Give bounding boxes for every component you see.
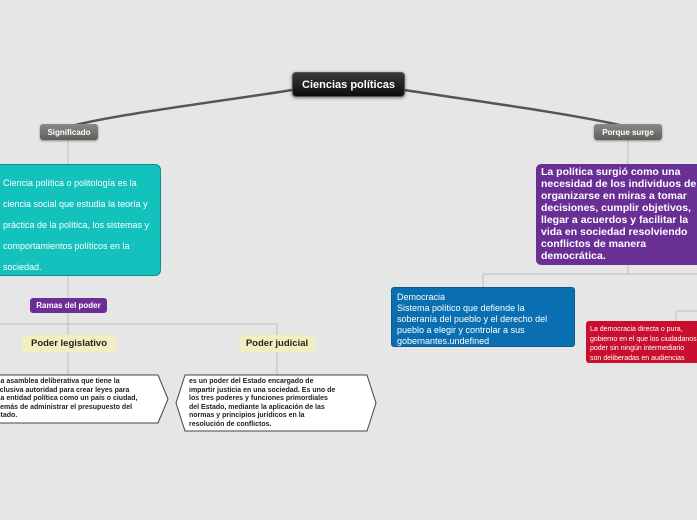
legislativo-line: Estado.	[0, 412, 18, 420]
poder-legislativo-label: Poder legislativo	[30, 338, 108, 349]
judicial-line: resolución de conflictos.	[189, 420, 272, 428]
definition-line: Ciencia política o politología es la	[3, 178, 137, 188]
definition-node[interactable]: Ciencia política o politología es la cie…	[0, 164, 161, 276]
judicial-line: es un poder del Estado encargado de	[189, 378, 314, 385]
ramas-del-poder-label: Ramas del poder	[36, 301, 101, 310]
judicial-line: los tres poderes y funciones primordiale…	[189, 395, 328, 403]
judicial-shape	[175, 374, 377, 432]
legislativo-line: una asamblea deliberativa que tiene la	[0, 378, 120, 385]
significado-label: Significado	[47, 127, 91, 137]
porque-surge-line: conflictos de manera	[541, 238, 647, 250]
legislativo-line: además de administrar el presupuesto del	[0, 403, 133, 411]
legislativo-description: una asamblea deliberativa que tiene la e…	[0, 378, 162, 421]
porque-surge-label: Porque surge	[602, 127, 654, 137]
democracia-line: gobernantes.undefined	[397, 336, 490, 346]
judicial-line: del Estado, mediante la aplicación de la…	[189, 403, 325, 411]
legislativo-line: una entidad política como un país o ciud…	[0, 395, 138, 403]
legislativo-line: exclusiva autoridad para crear leyes par…	[0, 386, 130, 394]
poder-judicial-label: Poder judicial	[245, 338, 309, 349]
democracia-directa-line: La democracia directa o pura,	[590, 326, 683, 333]
porque-surge-line: La política surgió como una	[541, 166, 681, 178]
significado-topic[interactable]: Significado	[40, 124, 98, 140]
root-topic-label: Ciencias políticas	[302, 78, 395, 91]
porque-surge-line: organizarse en miras a tomar	[541, 190, 687, 202]
porque-surge-topic[interactable]: Porque surge	[594, 124, 662, 140]
definition-line: ciencia social que estudia la teoría y	[3, 199, 148, 209]
democracia-node[interactable]: Democracia Sistema político que defiende…	[391, 287, 575, 347]
porque-surge-line: necesidad de los individuos de	[541, 178, 697, 190]
democracia-line: Democracia	[397, 292, 446, 302]
judicial-line: impartir justicia en una sociedad. Es un…	[189, 386, 336, 394]
democracia-directa-line: son deliberadas en audiencias	[590, 354, 685, 362]
porque-surge-line: llegar a acuerdos y facilitar la	[541, 214, 689, 226]
definition-line: comportamientos políticos en la	[3, 241, 130, 251]
definition-line: sociedad.	[3, 262, 42, 272]
democracia-directa-line: poder sin ningún intermediario	[590, 345, 685, 352]
democracia-line: soberanía del pueblo y el derecho del	[397, 314, 548, 324]
porque-surge-line: decisiones, cumplir objetivos,	[541, 202, 691, 214]
ramas-del-poder-topic[interactable]: Ramas del poder	[30, 298, 107, 313]
porque-surge-line: democrática.	[541, 250, 606, 262]
democracia-line: pueblo a elegir y controlar a sus	[397, 325, 525, 335]
democracia-directa-line: gobierno en el que los ciudadanos	[590, 335, 697, 343]
judicial-line: normas y principios jurídicos en la	[189, 412, 305, 420]
legislativo-shape	[0, 374, 169, 424]
democracia-line: Sistema político que defiende la	[397, 303, 525, 313]
democracia-directa-node[interactable]: La democracia directa o pura, gobierno e…	[586, 321, 697, 363]
definition-line: práctica de la política, los sistemas y	[3, 220, 150, 230]
poder-judicial-topic[interactable]: Poder judicial	[239, 335, 315, 352]
porque-surge-node[interactable]: La política surgió como una necesidad de…	[536, 164, 697, 265]
poder-legislativo-topic[interactable]: Poder legislativo	[22, 335, 116, 352]
porque-surge-line: vida en sociedad resolviendo	[541, 226, 688, 238]
judicial-description: es un poder del Estado encargado de impa…	[189, 378, 369, 430]
root-topic[interactable]: Ciencias políticas	[292, 72, 405, 97]
